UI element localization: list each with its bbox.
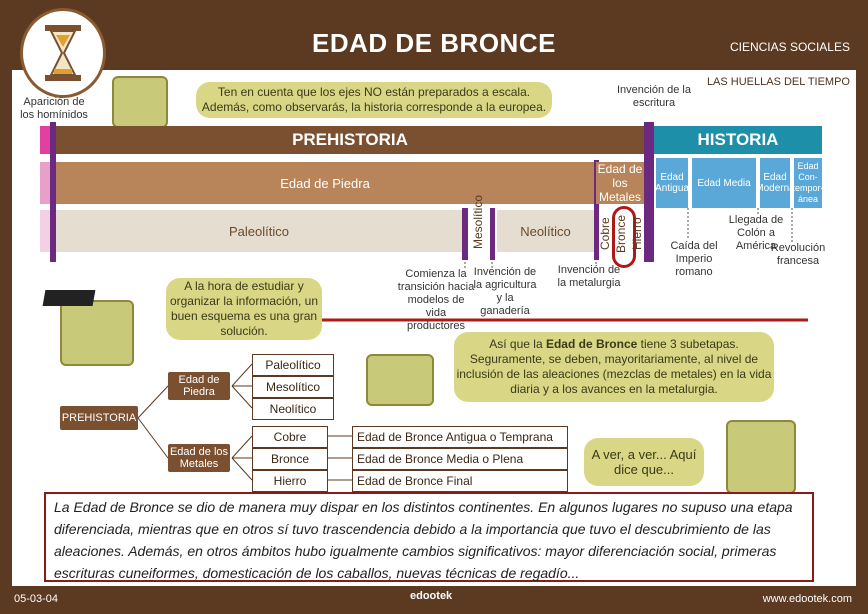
section-subtitle: LAS HUELLAS DEL TIEMPO	[706, 76, 850, 88]
escritura-line	[644, 122, 654, 262]
hourglass-icon	[20, 8, 106, 98]
note-escritura: Invención de la escritura	[617, 84, 691, 109]
tree-cobre: Cobre	[252, 426, 328, 448]
edad-antigua-segment: Edad Antigua	[655, 158, 689, 208]
book-character-middle-icon	[366, 354, 434, 406]
note-imperio: Caída del Imperio romano	[670, 240, 718, 278]
speech-bubble-top: Ten en cuenta que los ejes NO están prep…	[196, 82, 552, 118]
note-colon: Llegada de Colón a América	[728, 214, 784, 252]
tree-mesolitico: Mesolítico	[252, 376, 334, 398]
tree-bronce-final: Edad de Bronce Final	[352, 470, 568, 492]
speech-bubble-esquema: A la hora de estudiar y organizar la inf…	[166, 278, 322, 340]
mesolitico-line-left	[462, 208, 468, 260]
prehistory-start-marker	[40, 126, 50, 154]
summary-paragraph: La Edad de Bronce se dio de manera muy d…	[44, 492, 814, 582]
note-hominidos: Aparición de los homínidos	[20, 96, 88, 121]
graduation-cap-icon	[42, 290, 96, 306]
subject-label: CIENCIAS SOCIALES	[729, 40, 850, 54]
tree-root: PREHISTORIA	[60, 406, 138, 430]
edad-media-segment: Edad Media	[692, 158, 756, 208]
note-metalurgia: Invención de la metalurgia	[557, 264, 621, 289]
page-title: EDAD DE BRONCE	[312, 27, 556, 58]
header-bar	[0, 0, 868, 70]
paleolithic-marker	[40, 210, 50, 252]
speech-bubble-bronce: Así que la Edad de Bronce tiene 3 subeta…	[454, 332, 774, 402]
edad-contemporanea-segment: Edad Con-tempor-ánea	[793, 158, 824, 208]
tree-neolitico: Neolítico	[252, 398, 334, 420]
book-character-icon	[112, 76, 168, 128]
tree-bronce-media: Edad de Bronce Media o Plena	[352, 448, 568, 470]
footer-bar	[0, 586, 868, 614]
note-revolucion: Revolución francesa	[770, 242, 826, 267]
tree-bronce-antigua: Edad de Bronce Antigua o Temprana	[352, 426, 568, 448]
edad-piedra-bar: Edad de Piedra	[56, 162, 594, 204]
edad-moderna-segment: Edad Moderna	[755, 158, 795, 208]
note-agricultura: Invención de la agricultura y la ganader…	[473, 266, 537, 317]
edad-metales-bar: Edad de los Metales	[596, 162, 644, 204]
left-border	[0, 70, 12, 614]
neolitico-bar: Neolítico	[497, 210, 594, 252]
hominidos-line	[50, 122, 56, 262]
prehistoria-bar: PREHISTORIA	[56, 126, 644, 154]
tree-bronce: Bronce	[252, 448, 328, 470]
paleolitico-bar: Paleolítico	[56, 210, 462, 252]
metalurgia-line	[594, 160, 599, 260]
tree-piedra: Edad de Piedra	[168, 372, 230, 400]
note-transicion: Comienza la transición hacia modelos de …	[397, 268, 475, 332]
bronce-highlight	[612, 206, 636, 268]
footer-code: 05-03-04	[14, 593, 59, 605]
historia-bar: HISTORIA	[654, 126, 822, 154]
book-graduate-icon	[60, 300, 134, 366]
stone-age-marker	[40, 162, 50, 204]
speech-bubble-aver: A ver, a ver... Aquí dice que...	[584, 438, 704, 486]
footer-url[interactable]: www.edootek.com	[762, 593, 852, 605]
right-border	[856, 70, 868, 614]
tree-hierro: Hierro	[252, 470, 328, 492]
mesolitico-line-right	[490, 208, 495, 260]
footer-logo: edootek	[410, 590, 453, 602]
tree-paleolitico: Paleolítico	[252, 354, 334, 376]
tree-metales: Edad de los Metales	[168, 444, 230, 472]
book-reading-icon	[726, 420, 796, 494]
